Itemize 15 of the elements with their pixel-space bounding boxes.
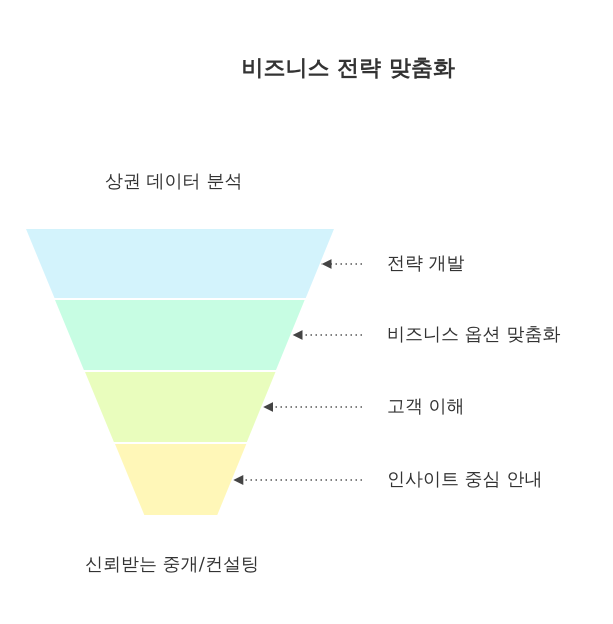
arrow — [292, 330, 362, 340]
funnel-label: 상권 데이터 분석 — [105, 171, 242, 193]
funnel-band — [26, 229, 334, 298]
stage-label: 비즈니스 옵션 맞춤화 — [387, 324, 560, 346]
stage-label: 인사이트 중심 안내 — [387, 469, 542, 491]
funnel-band — [85, 372, 276, 442]
funnel-band — [55, 300, 305, 370]
funnel-label: 신뢰받는 중개/컨설팅 — [85, 554, 259, 576]
title: 비즈니스 전략 맞춤화 — [242, 55, 455, 81]
stage-label: 고객 이해 — [387, 396, 465, 418]
funnel-band — [114, 444, 246, 515]
arrow — [263, 402, 362, 412]
arrow — [322, 259, 362, 269]
stage-label: 전략 개발 — [387, 253, 465, 275]
arrow — [233, 475, 362, 485]
